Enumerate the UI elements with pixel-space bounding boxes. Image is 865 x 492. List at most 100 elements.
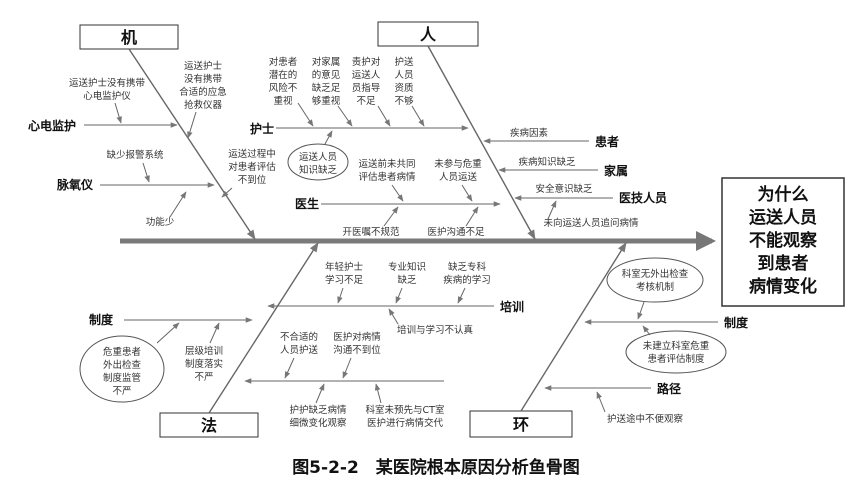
bone-environment (520, 242, 627, 412)
method-bottom-cause-3b: 细微变化观察 (289, 417, 347, 429)
people-circle-knowledge (287, 143, 349, 181)
machine-cause-4-arrow (221, 187, 233, 198)
method-circle-line-3: 制度监管 (103, 372, 141, 384)
method-bottom-cause-4-arrow (374, 383, 382, 404)
machine-sub-ecg: 心电监护 (28, 118, 76, 133)
people-nurse-cause-3c: 员指导 (352, 82, 381, 94)
people-nurse-cause-2b: 的意见 (312, 69, 341, 81)
machine-cause-3-arrow (142, 162, 150, 183)
people-circle-arrow (324, 130, 333, 145)
problem-head-line-3: 不能观察 (749, 230, 818, 251)
machine-cause-2a: 运送护士 (184, 60, 223, 72)
env-circle-1-line-2: 考核机制 (636, 281, 674, 293)
method-circle-arrow (156, 322, 180, 344)
bone-method (208, 242, 319, 414)
env-circle-2-line-1: 未建立科室危重 (643, 340, 710, 352)
machine-cause-1a: 运送护士没有携带 (69, 77, 146, 89)
people-doctor-cause-4: 医护沟通不足 (427, 226, 485, 238)
method-system-cause-1a: 层级培训 (185, 345, 223, 357)
problem-head-line-4: 到患者 (758, 253, 809, 274)
method-system-cause-1-arrow (209, 322, 220, 344)
method-circle-supervision (79, 335, 165, 403)
category-box-machine (79, 24, 179, 50)
machine-cause-2d: 抢救仪器 (184, 99, 223, 111)
machine-cause-3: 缺少报警系统 (106, 149, 164, 161)
machine-cause-5-arrow (169, 191, 187, 218)
people-sub-doctor: 医生 (295, 196, 319, 211)
problem-head-line-2: 运送人员 (749, 207, 817, 228)
method-training-cause-4-arrow (388, 308, 399, 325)
env-route-cause-arrow (596, 391, 606, 413)
figure-caption: 图5-2-2 某医院根本原因分析鱼骨图 (292, 457, 580, 478)
people-doctor-cause-3: 开医嘱不规范 (342, 226, 400, 238)
people-family-cause: 疾病知识缺乏 (518, 156, 576, 168)
method-training-cause-2-arrow (395, 287, 403, 304)
bone-machine (128, 48, 256, 240)
method-training-cause-1-arrow (337, 287, 344, 304)
env-route-cause: 护送途中不便观察 (607, 413, 684, 425)
people-sub-family: 家属 (604, 163, 628, 178)
people-doctor-cause-1a: 运送前未共同 (358, 158, 415, 170)
people-sub-patient: 患者 (595, 134, 619, 149)
method-circle-line-1: 危重患者 (103, 346, 141, 358)
env-sub-system: 制度 (724, 315, 749, 330)
people-nurse-cause-4b: 人员 (394, 70, 413, 81)
env-circle-2-line-2: 患者评估制度 (647, 353, 705, 365)
category-box-environment (469, 410, 573, 438)
method-training-cause-2a: 专业知识 (388, 261, 426, 273)
method-training-cause-3a: 缺乏专科 (448, 261, 487, 273)
method-bottom-cause-2a: 医护对病情 (333, 331, 381, 343)
people-doctor-cause-4-arrow (465, 206, 479, 227)
problem-head-line-5: 病情变化 (749, 276, 817, 297)
method-bottom-cause-3a: 护护缺乏病情 (289, 404, 347, 416)
people-nurse-cause-2c: 缺乏足 (312, 82, 341, 94)
machine-cause-4b: 对患者评估 (228, 161, 276, 173)
method-bottom-cause-4a: 科室未预先与CT室 (366, 404, 445, 416)
method-sub-training: 培训 (500, 299, 524, 314)
people-nurse-cause-3a: 责护对 (352, 56, 381, 68)
category-machine: 机 (121, 28, 137, 47)
method-bottom-cause-3-arrow (315, 383, 325, 404)
people-nurse-cause-2a: 对家属 (312, 56, 341, 68)
problem-head-line-1: 为什么 (758, 184, 809, 205)
people-nurse-cause-4c: 资质 (394, 82, 414, 94)
method-training-cause-2b: 缺乏 (397, 274, 417, 286)
people-circle-line-2: 知识缺乏 (299, 164, 338, 176)
method-bottom-cause-1a: 不合适的 (280, 331, 318, 343)
people-circle-line-1: 运送人员 (299, 151, 337, 163)
people-nurse-cause-2d: 够重视 (312, 95, 341, 107)
method-training-cause-1a: 年轻护士 (325, 261, 364, 273)
people-nurse-cause-4-arrow (411, 105, 425, 127)
people-nurse-cause-1c: 风险不 (269, 82, 298, 94)
people-doctor-cause-1-arrow (391, 184, 404, 202)
method-bottom-cause-1b: 人员护送 (280, 344, 319, 356)
category-box-method (159, 412, 259, 438)
method-sub-system: 制度 (89, 312, 114, 327)
machine-cause-5: 功能少 (146, 216, 175, 228)
machine-cause-4a: 运送过程中 (228, 148, 276, 160)
people-nurse-cause-4d: 不够 (394, 96, 414, 107)
people-tech-cause-2-arrow (547, 200, 557, 220)
env-circle-evaluation-system (625, 330, 727, 374)
people-doctor-cause-1b: 评估患者病情 (358, 171, 416, 183)
machine-cause-2-arrow (187, 111, 197, 139)
people-sub-nurse: 护士 (250, 121, 274, 136)
people-nurse-cause-1d: 重视 (273, 95, 293, 107)
bone-people (427, 45, 536, 240)
people-tech-cause-2: 未向运送人员追问病情 (543, 217, 639, 229)
machine-cause-1-arrow (114, 102, 122, 124)
env-circle-1-arrow (637, 301, 645, 320)
people-nurse-cause-3b: 运送人 (352, 69, 381, 81)
machine-cause-2c: 合适的应急 (179, 86, 227, 98)
category-method: 法 (201, 416, 217, 435)
env-circle-2-arrow (642, 325, 651, 336)
category-environment: 环 (513, 415, 529, 434)
method-training-cause-4: 培训与学习不认真 (397, 324, 473, 336)
machine-cause-1b: 心电监护仪 (83, 90, 131, 102)
people-tech-cause-1: 安全意识缺乏 (535, 183, 593, 195)
people-patient-cause: 疾病因素 (510, 127, 549, 139)
env-circle-assessment-mechanism (606, 257, 704, 303)
method-circle-line-4: 不严 (112, 386, 131, 397)
people-doctor-cause-3-arrow (383, 206, 399, 227)
